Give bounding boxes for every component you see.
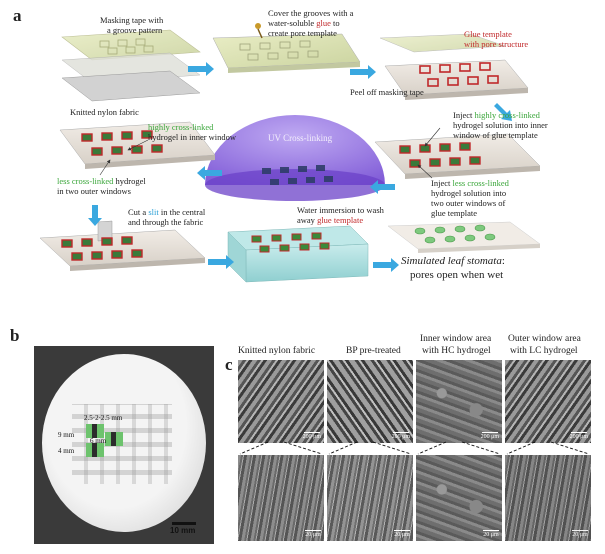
sem-top-2: 200 μm [327, 360, 413, 443]
scale-bottom-1: 20 μm [305, 532, 321, 538]
panel-c-letter: c [225, 355, 233, 374]
scale-top-3: 200 μm [480, 434, 499, 440]
scale-top-4: 200 μm [569, 434, 588, 440]
col4-title-1: Outer window area [508, 334, 581, 344]
zoom-connectors [239, 441, 590, 455]
label-glue-template-1: Glue template [464, 29, 512, 39]
scale-bar-b [172, 522, 196, 525]
label-cut-1: Cut a slit in the central [128, 207, 206, 217]
fabric-disc [42, 354, 206, 532]
panel-b-letter: b [10, 326, 20, 345]
sem-bottom-4: 20 μm [505, 455, 591, 541]
label-sim-2: pores open when wet [410, 269, 504, 281]
label-glue-template-2: with pore structure [464, 39, 529, 49]
sem-bottom-1: 20 μm [238, 455, 324, 541]
label-water-1: Water immersion to wash [297, 205, 384, 215]
step5-crosslinked [59, 121, 216, 176]
scale-top-1: 200 μm [302, 434, 321, 440]
col4-title-2: with LC hydrogel [510, 346, 578, 356]
sem-bottom-3: 20 μm [416, 455, 502, 541]
label-cover-2: water-soluble glue to [268, 18, 340, 28]
label-inject-less-4: glue template [431, 208, 478, 218]
panel-b-photo: 2.5·2·2.5 mm 9 mm 6 mm 4 mm 10 mm [34, 346, 214, 544]
label-lc-2: in two outer windows [57, 186, 131, 196]
label-inject-high-2: hydrogel solution into inner [453, 120, 548, 130]
scale-bottom-4: 20 μm [572, 532, 588, 538]
label-lc-1: less cross-linked hydrogel [57, 176, 146, 186]
label-cover-1: Cover the grooves with a [268, 8, 354, 18]
step1-tape-fabric [61, 29, 201, 102]
label-inject-high-1: Inject highly cross-linked [453, 110, 540, 120]
label-knitted-fabric: Knitted nylon fabric [70, 107, 139, 117]
step4-inject [374, 127, 541, 179]
dim-top: 2.5·2·2.5 mm [84, 414, 123, 422]
label-masking-tape-2: a groove pattern [107, 25, 163, 35]
step7-water [227, 225, 369, 283]
pore-highlight-2 [105, 432, 123, 446]
label-inject-less-1: Inject less cross-linked [431, 178, 509, 188]
sem-top-3: 200 μm [416, 360, 502, 443]
col3-title-2: with HC hydrogel [422, 346, 491, 356]
label-inject-high-3: window of glue template [453, 130, 538, 140]
panel-a-diagram [39, 23, 541, 283]
pore-highlight-1 [86, 424, 104, 438]
label-cut-2: and through the fabric [128, 217, 204, 227]
label-sim-1: Simulated leaf stomata: [401, 255, 505, 267]
panel-a-letter: a [13, 6, 22, 25]
col2-title: BP pre-treated [346, 346, 401, 356]
step6-cut [39, 220, 206, 271]
label-masking-tape: Masking tape with [100, 15, 164, 25]
dim-4mm: 4 mm [58, 447, 75, 455]
pore-highlight-3 [86, 443, 104, 457]
label-inject-less-3: two outer windows of [431, 198, 506, 208]
sem-top-1: 200 μm [238, 360, 324, 443]
label-cover-3: create pore template [268, 28, 337, 38]
col1-title: Knitted nylon fabric [238, 346, 316, 356]
scale-top-2: 200 μm [391, 434, 410, 440]
label-inject-less-2: hydrogel solution into [431, 188, 507, 198]
step3-glue-template [379, 33, 529, 100]
label-hc-1: highly cross-linked [148, 122, 214, 132]
process-arrows [88, 62, 512, 272]
scale-label-b: 10 mm [170, 526, 196, 535]
uv-dome [205, 115, 385, 201]
label-peel: Peel off masking tape [350, 87, 424, 97]
sem-top-4: 200 μm [505, 360, 591, 443]
label-uv: UV Cross-linking [268, 133, 333, 143]
label-hc-2: hydrogel in inner window [148, 132, 237, 142]
step2-glue [212, 23, 361, 73]
dim-9mm: 9 mm [58, 431, 75, 439]
scale-bottom-3: 20 μm [483, 532, 499, 538]
scale-bottom-2: 20 μm [394, 532, 410, 538]
label-water-2: away glue template [297, 215, 364, 225]
dim-6mm: 6 mm [90, 437, 107, 445]
col3-title-1: Inner window area [420, 334, 492, 344]
step8-stomata [387, 221, 541, 253]
sem-bottom-2: 20 μm [327, 455, 413, 541]
